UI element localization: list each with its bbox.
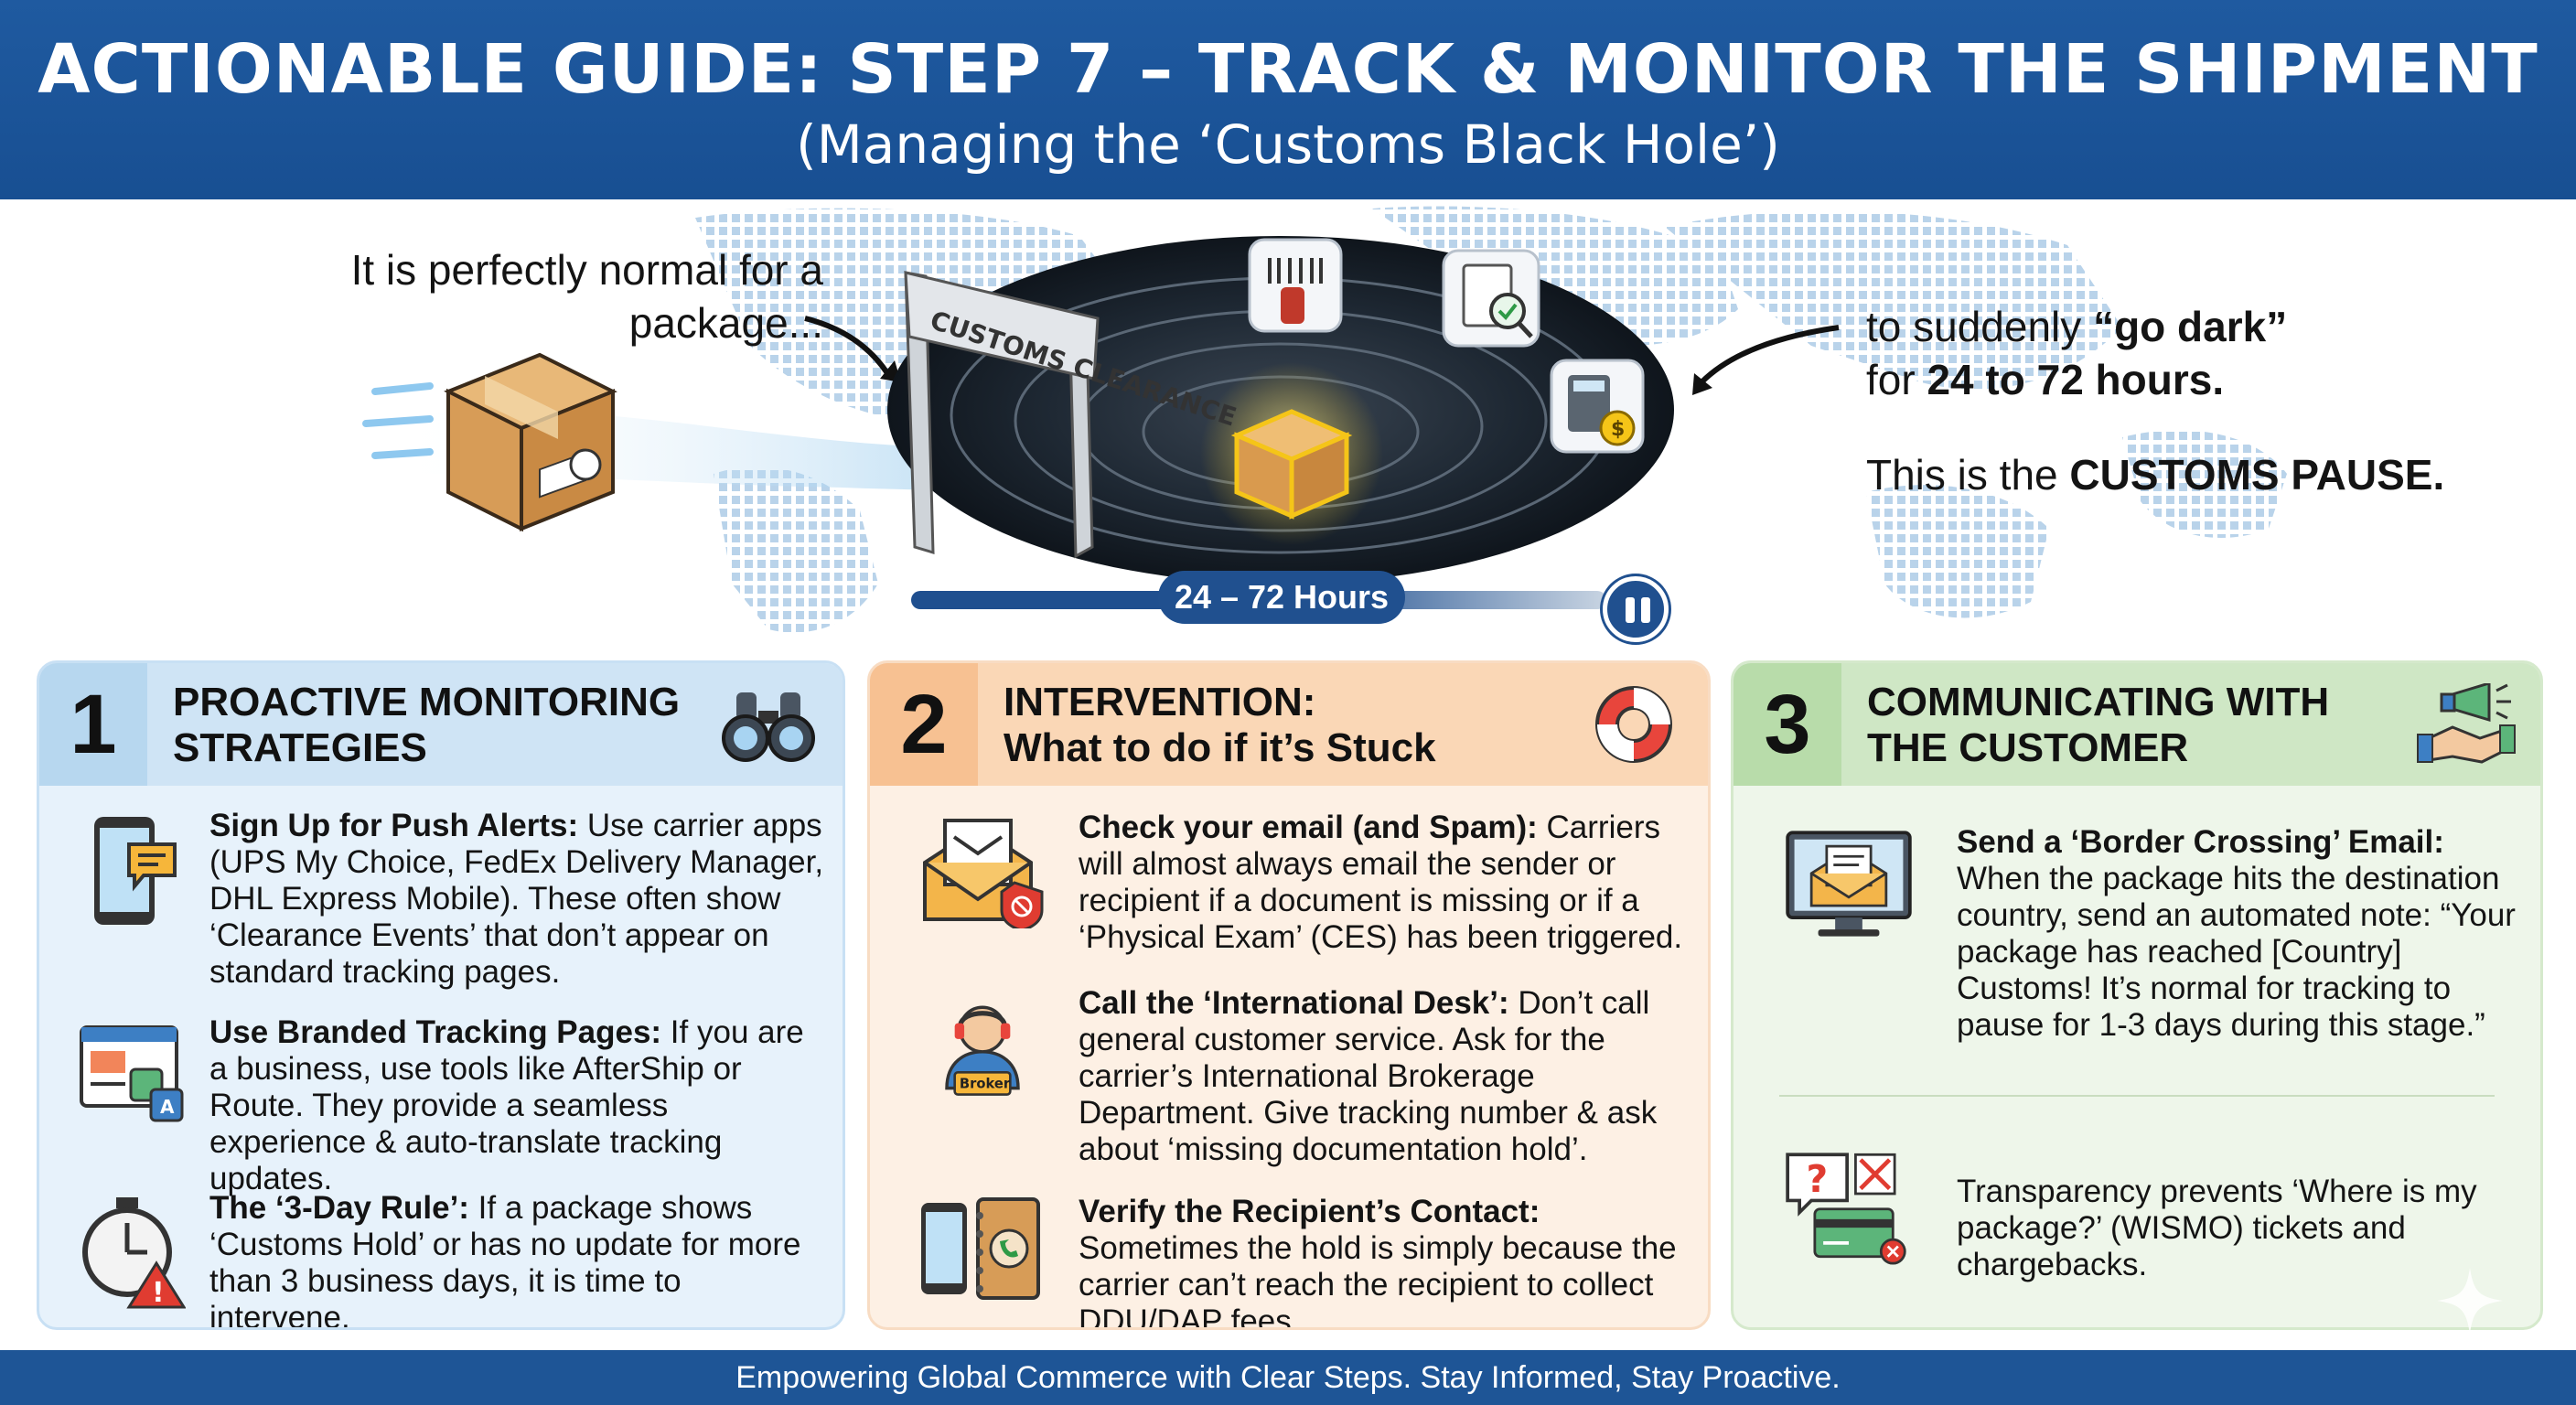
email-shield-icon [923,819,1044,928]
megaphone-handshake-icon [2417,683,2516,764]
pause-icon [1603,576,1669,642]
item-text: Verify the Recipient’s Contact: Sometime… [1079,1194,1677,1330]
panel-3-number: 3 [1733,663,1841,786]
panel-2-number: 2 [870,663,978,786]
svg-text:A: A [160,1096,175,1118]
phone-contacts-icon [921,1197,1040,1300]
header-banner: ACTIONABLE GUIDE: STEP 7 – TRACK & MONIT… [0,0,2576,199]
svg-text:$: $ [1611,418,1625,441]
hero-left-text: It is perfectly normal for a package... [350,246,823,347]
broker-headset-icon: Broker [945,1005,1020,1096]
svg-text:!: ! [152,1277,165,1309]
binoculars-icon [722,692,815,762]
page-title: ACTIONABLE GUIDE: STEP 7 – TRACK & MONIT… [38,30,2538,109]
document-check-icon [1442,249,1540,348]
item-text: Use Branded Tracking Pages: If you are a… [209,1014,804,1196]
hero-illustration: CUSTOMS CLEARANCE $ It is perfectly norm… [0,199,2576,648]
world-map-illustration: CUSTOMS CLEARANCE $ [362,206,2287,633]
svg-text:?: ? [1807,1157,1829,1201]
footer-banner: Empowering Global Commerce with Clear St… [0,1350,2576,1405]
monitor-email-icon [1786,831,1912,937]
timeline-label: 24 – 72 Hours [1158,571,1405,624]
smartphone-alert-icon [94,817,177,925]
footer-text: Empowering Global Commerce with Clear St… [735,1360,1841,1395]
item-text: Send a ‘Border Crossing’ Email: When the… [1957,824,2516,1043]
lifebuoy-icon [1595,686,1672,763]
barcode-scanner-icon [1248,238,1343,333]
arrow-left [804,316,890,375]
translate-page-icon: A [80,1025,184,1122]
hero-go-dark-text: to suddenly “go dark” for 24 to 72 hours… [1866,303,2288,403]
speed-lines [362,382,434,459]
broker-badge: Broker [960,1077,1011,1092]
stopwatch-warning-icon: ! [82,1197,186,1309]
arrow-right [1699,325,1840,385]
calculator-icon: $ [1550,359,1645,454]
item-text: Call the ‘International Desk’: Don’t cal… [1079,985,1658,1167]
question-card-icon: ? [1786,1153,1906,1265]
panel-2-header: 2 INTERVENTION:What to do if it’s Stuck [870,663,1708,786]
item-text: The ‘3-Day Rule’: If a package shows ‘Cu… [209,1190,801,1330]
divider [1779,1095,2495,1097]
item-text: Check your email (and Spam): Carriers wi… [1079,810,1683,955]
package-left-icon [444,352,617,532]
map-continents [695,206,2287,633]
page-subtitle: (Managing the ‘Customs Black Hole’) [796,113,1780,176]
hero-customs-pause-text: This is the CUSTOMS PAUSE. [1866,451,2445,499]
item-text: Sign Up for Push Alerts: Use carrier app… [209,808,824,990]
panel-intervention: 2 INTERVENTION:What to do if it’s Stuck … [867,660,1711,1330]
panel-2-title: INTERVENTION:What to do if it’s Stuck [1004,680,1436,770]
package-glowing-icon [1200,362,1383,545]
sparkle-icon [2437,1268,2503,1334]
panel-1-number: 1 [39,663,147,786]
item-text: Transparency prevents ‘Where is my packa… [1957,1174,2477,1282]
timeline-bar: 24 – 72 Hours [911,571,1670,624]
